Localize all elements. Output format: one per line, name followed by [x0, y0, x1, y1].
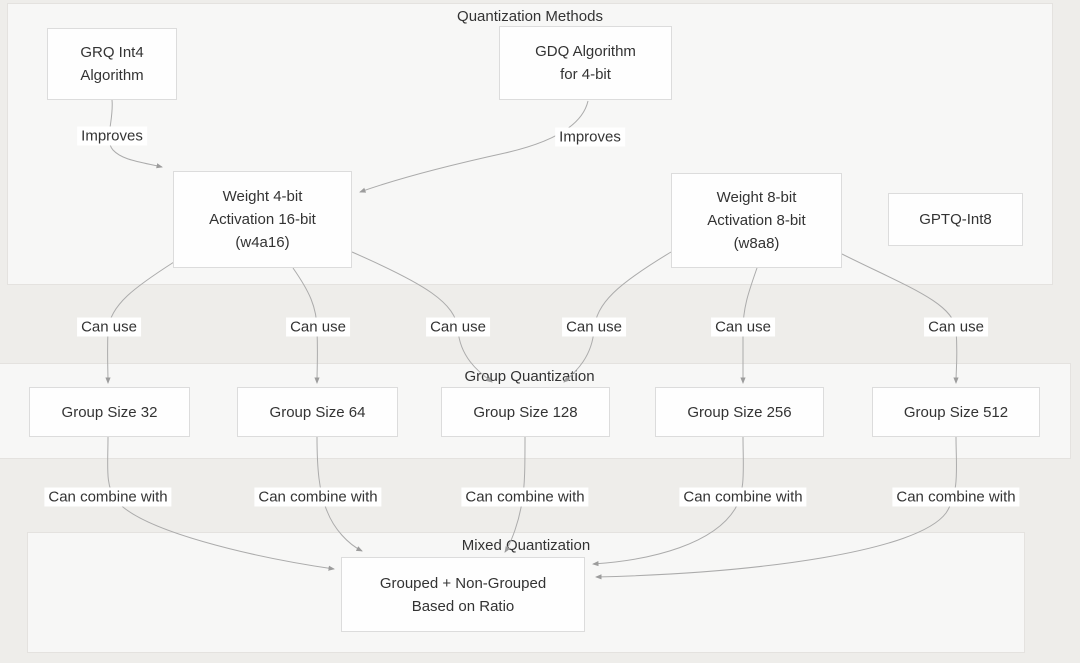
- node-w8a8: Weight 8-bit Activation 8-bit (w8a8): [671, 173, 842, 268]
- edge-label-can-use-gs32: Can use: [77, 317, 141, 337]
- node-text-line: Group Size 64: [269, 403, 366, 421]
- node-w4a16: Weight 4-bit Activation 16-bit (w4a16): [173, 171, 352, 268]
- node-text-line: Group Size 256: [687, 403, 792, 421]
- edge-label-can-use-gs512: Can use: [924, 317, 988, 337]
- node-grq-int4-algorithm: GRQ Int4 Algorithm: [47, 28, 177, 100]
- node-group-size-32: Group Size 32: [29, 387, 190, 437]
- edge-label-combine-gs64: Can combine with: [254, 487, 382, 507]
- edge-label-combine-gs256: Can combine with: [679, 487, 807, 507]
- node-group-size-64: Group Size 64: [237, 387, 398, 437]
- node-text-line: Activation 16-bit: [209, 211, 316, 228]
- node-text-line: Weight 4-bit: [222, 188, 303, 205]
- node-text-line: Activation 8-bit: [707, 212, 806, 229]
- edge-label-combine-gs128: Can combine with: [461, 487, 589, 507]
- node-grouped-non-grouped-ratio: Grouped + Non-Grouped Based on Ratio: [341, 557, 585, 632]
- node-text-line: (w8a8): [733, 235, 780, 252]
- node-text-line: Group Size 512: [903, 403, 1009, 421]
- edge-label-can-use-gs128-right: Can use: [562, 317, 626, 337]
- node-text-line: GDQ Algorithm: [535, 43, 636, 60]
- cluster-label-mixed-quantization: Mixed Quantization: [461, 537, 591, 554]
- node-gdq-algorithm-for-4bit: GDQ Algorithm for 4-bit: [499, 26, 672, 100]
- node-text-line: (w4a16): [235, 234, 290, 251]
- edge-label-can-use-gs256: Can use: [711, 317, 775, 337]
- edge-label-combine-gs512: Can combine with: [892, 487, 1020, 507]
- node-gptq-int8: GPTQ-Int8: [888, 193, 1023, 246]
- node-group-size-512: Group Size 512: [872, 387, 1040, 437]
- node-text-line: for 4-bit: [560, 66, 611, 83]
- node-text-line: Algorithm: [80, 67, 144, 84]
- edge-label-improves-gdq: Improves: [555, 127, 625, 147]
- edge-label-can-use-gs64: Can use: [286, 317, 350, 337]
- node-group-size-128: Group Size 128: [441, 387, 610, 437]
- node-group-size-256: Group Size 256: [655, 387, 824, 437]
- edge-label-improves-grq: Improves: [77, 126, 147, 146]
- node-text-line: Group Size 128: [473, 403, 578, 421]
- edge-label-can-use-gs128-left: Can use: [426, 317, 490, 337]
- node-text-line: Group Size 32: [61, 403, 158, 421]
- node-text-line: GPTQ-Int8: [919, 211, 992, 228]
- cluster-label-group-quantization: Group Quantization: [464, 368, 595, 385]
- cluster-label-quantization-methods: Quantization Methods: [457, 8, 603, 25]
- node-text-line: Based on Ratio: [411, 597, 515, 615]
- node-text-line: GRQ Int4: [80, 44, 144, 61]
- node-text-line: Grouped + Non-Grouped: [379, 574, 547, 592]
- node-text-line: Weight 8-bit: [716, 189, 797, 206]
- edge-label-combine-gs32: Can combine with: [44, 487, 172, 507]
